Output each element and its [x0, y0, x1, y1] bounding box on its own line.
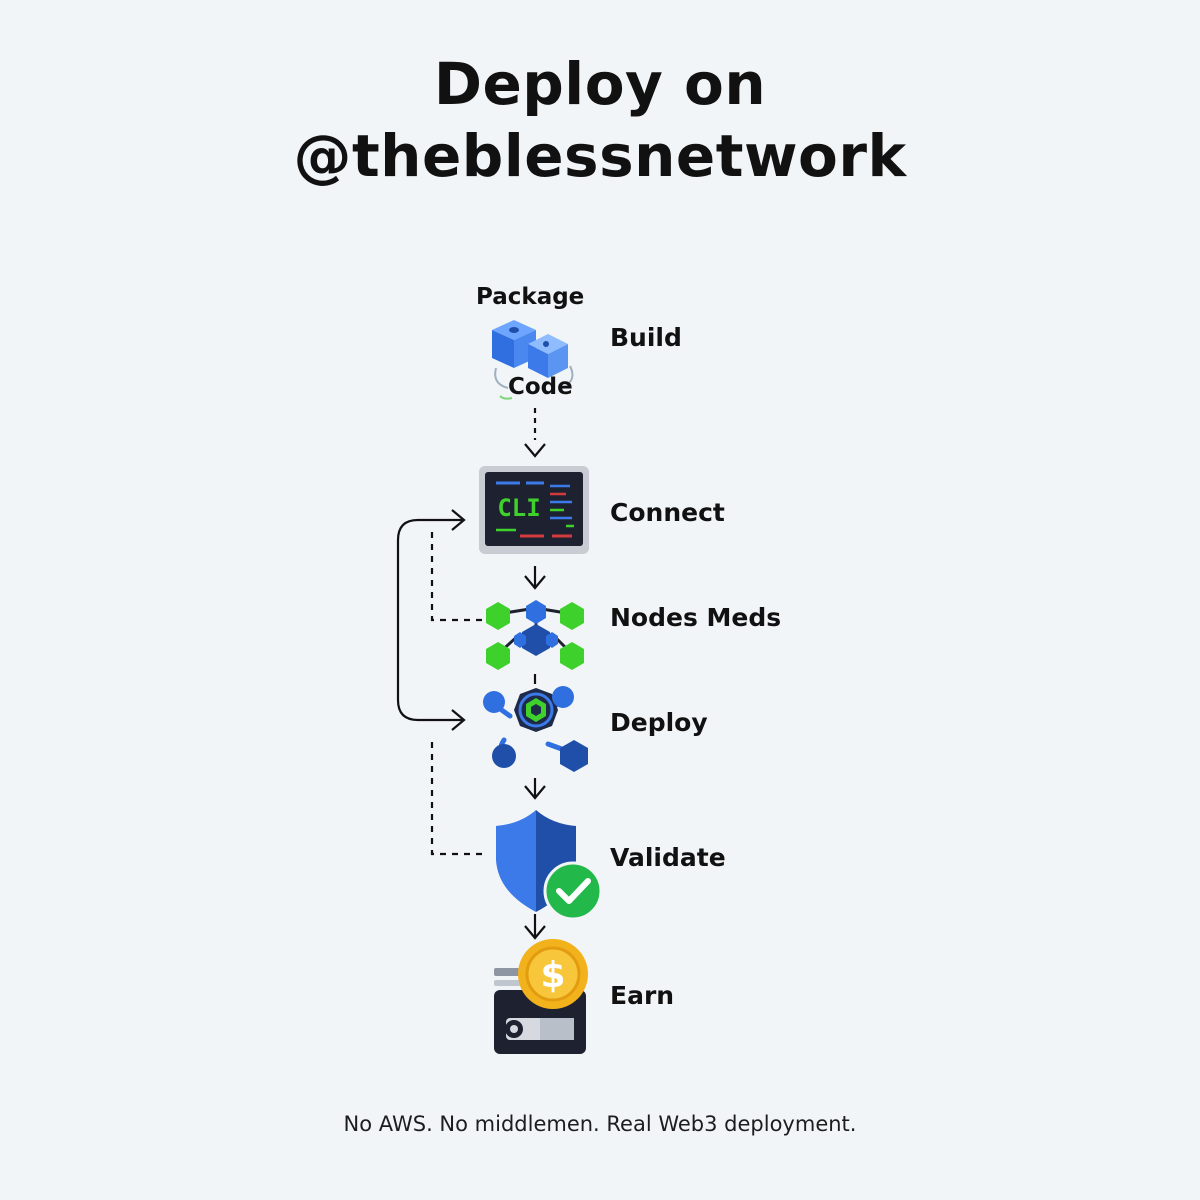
deploy-gear-icon: [483, 686, 588, 772]
step-label-connect: Connect: [610, 498, 725, 527]
arrow-validate-to-earn: [524, 914, 546, 940]
step-label-build: Build: [610, 323, 682, 352]
dashed-link-connect-nodes: [430, 532, 482, 622]
package-label: Package: [476, 284, 585, 310]
arrow-build-to-connect: [524, 408, 546, 458]
dollar-sign: $: [540, 955, 565, 996]
package-icon: [492, 320, 574, 400]
code-label: Code: [508, 374, 573, 400]
step-label-deploy: Deploy: [610, 708, 708, 737]
arrow-deploy-to-validate: [524, 778, 546, 800]
loop-arrow: [396, 509, 466, 731]
cli-terminal-icon: CLI: [479, 466, 589, 554]
step-label-earn: Earn: [610, 981, 675, 1010]
title-line-1: Deploy on: [433, 50, 767, 118]
shield-check-icon: [496, 810, 603, 921]
title-line-2: @theblessnetwork: [293, 122, 907, 190]
connectors: [396, 408, 546, 940]
dashed-link-deploy-validate: [430, 742, 482, 856]
footer-tagline: No AWS. No middlemen. Real Web3 deployme…: [343, 1112, 857, 1136]
step-label-nodes: Nodes Meds: [610, 603, 782, 632]
step-label-validate: Validate: [610, 843, 726, 872]
wallet-coin-icon: $: [494, 939, 588, 1054]
node-network-icon: [486, 600, 584, 670]
page-title: Deploy on @theblessnetwork: [0, 48, 1200, 192]
cli-text: CLI: [497, 494, 540, 522]
arrow-connect-to-nodes: [524, 566, 546, 590]
